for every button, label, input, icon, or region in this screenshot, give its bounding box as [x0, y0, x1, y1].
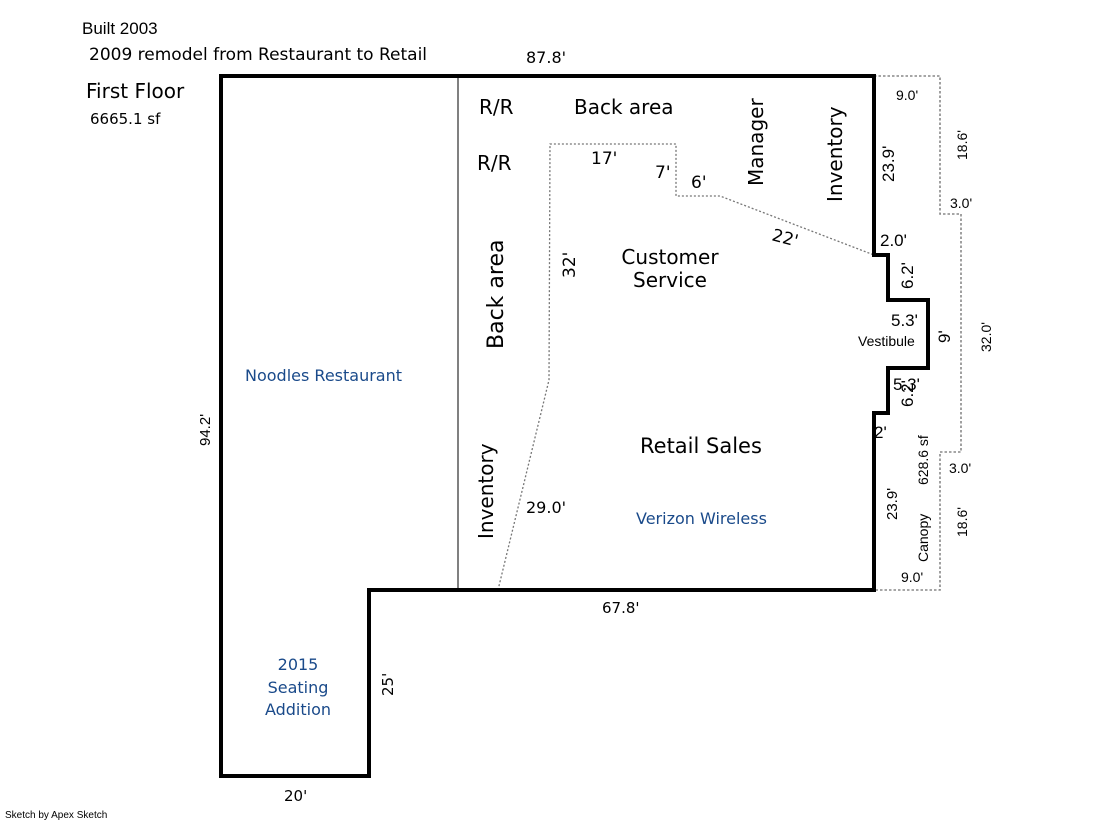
dim-inventory-diagonal: 29.0' [526, 498, 566, 517]
top-cut-fragment: ¶ ▬ [782, 0, 807, 1]
dim-canopy-lower-step: 3.0' [949, 460, 971, 476]
dim-step-top: 2.0' [880, 231, 907, 250]
addition-label-line2: Seating [268, 678, 329, 697]
dim-vestibule-bottom: 5.3' [893, 375, 920, 394]
dim-canopy-upper-v: 18.6' [954, 130, 970, 160]
addition-label-year: 2015 [278, 655, 319, 674]
room-retail-sales: Retail Sales [640, 434, 762, 458]
dim-top-width: 87.8' [526, 48, 566, 67]
dim-canopy-mid-v: 32.0' [978, 322, 994, 352]
dim-right-lower: 23.9' [884, 488, 901, 520]
canopy-outline [874, 75, 962, 591]
room-back-area-side: Back area [484, 240, 509, 349]
dim-vestibule-height: 9' [935, 330, 954, 343]
canopy-area-label: 628.6 sf [915, 435, 931, 485]
dim-step-bottom: 2' [874, 423, 887, 442]
dim-canopy-upper-step: 3.0' [950, 195, 972, 211]
dim-vestibule-top: 5.3' [891, 311, 918, 330]
dim-seating-width: 20' [284, 787, 307, 805]
dim-step-upper-v: 6.2' [898, 262, 917, 289]
dim-canopy-bottom: 9.0' [901, 569, 923, 585]
room-customer-service-line2: Service [633, 268, 707, 292]
remodel-note: 2009 remodel from Restaurant to Retail [89, 45, 427, 65]
dim-right-upper: 23.9' [879, 146, 898, 182]
room-inventory-side: Inventory [474, 443, 498, 539]
room-customer-service-line1: Customer [621, 245, 719, 269]
tenant-verizon-wireless: Verizon Wireless [636, 509, 767, 528]
dim-cs-left: 32' [560, 252, 580, 278]
room-restroom-1: R/R [479, 95, 514, 119]
dim-canopy-lower-v: 18.6' [954, 507, 970, 537]
dim-cs-diagonal: 22' [770, 226, 801, 252]
room-back-area-top: Back area [574, 95, 674, 119]
dim-bottom-retail: 67.8' [602, 599, 640, 617]
dim-cs-top: 17' [591, 149, 617, 169]
room-restroom-2: R/R [477, 151, 512, 175]
dim-seating-height: 25' [379, 673, 397, 696]
dim-canopy-top: 9.0' [896, 87, 918, 103]
floor-name-label: First Floor [86, 79, 185, 103]
dim-cs-step-h: 6' [691, 173, 707, 193]
floor-area-label: 6665.1 sf [90, 110, 161, 128]
room-vestibule: Vestibule [858, 333, 915, 349]
building-outline [219, 74, 930, 778]
dim-step-lower-v: 6.2' [898, 380, 917, 407]
room-inventory-top: Inventory [823, 106, 847, 202]
tenant-noodles-restaurant: Noodles Restaurant [245, 366, 402, 385]
dim-left-height: 94.2' [197, 414, 214, 446]
room-canopy: Canopy [915, 514, 931, 562]
built-year-label: Built 2003 [82, 19, 158, 38]
sketch-credit: Sketch by Apex Sketch [5, 810, 107, 821]
room-manager: Manager [744, 98, 768, 186]
addition-label-line3: Addition [265, 700, 331, 719]
customer-service-partition [497, 143, 875, 591]
dim-cs-step-v: 7' [655, 163, 671, 183]
